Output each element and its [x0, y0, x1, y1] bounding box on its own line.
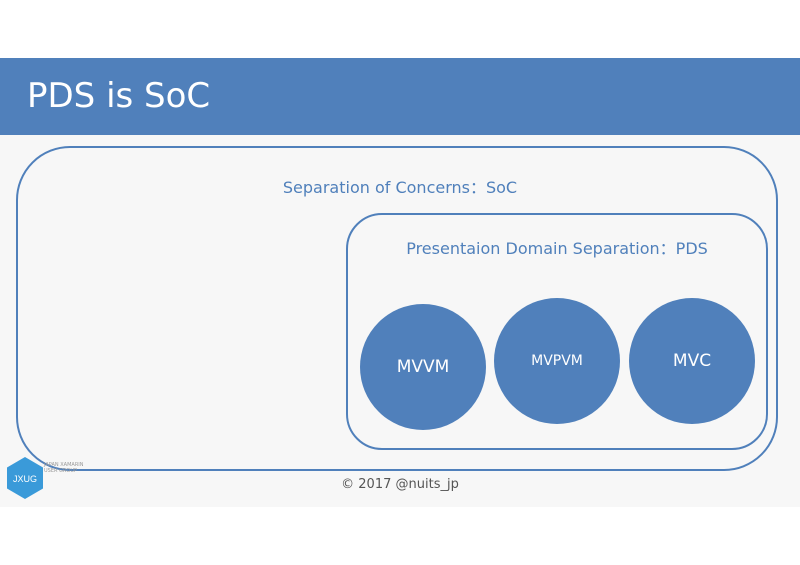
soc-container	[16, 146, 778, 471]
slide: PDS is SoC Separation of Concerns：SoC Pr…	[0, 58, 800, 507]
mvc-circle: MVC	[629, 298, 755, 424]
copyright: © 2017 @nuits_jp	[341, 477, 459, 492]
logo-side-text: JAPAN XAMARIN USER GROUP	[44, 462, 84, 474]
jxug-logo-icon: JXUG	[7, 457, 43, 499]
mvvm-circle: MVVM	[360, 304, 486, 430]
pds-container	[346, 213, 768, 450]
slide-title: PDS is SoC	[27, 76, 211, 116]
pds-label: Presentaion Domain Separation：PDS	[406, 239, 708, 258]
soc-label: Separation of Concerns：SoC	[282, 178, 518, 197]
title-bar: PDS is SoC	[0, 58, 800, 135]
mvpvm-circle: MVPVM	[494, 298, 620, 424]
logo-text: JXUG	[13, 474, 37, 484]
